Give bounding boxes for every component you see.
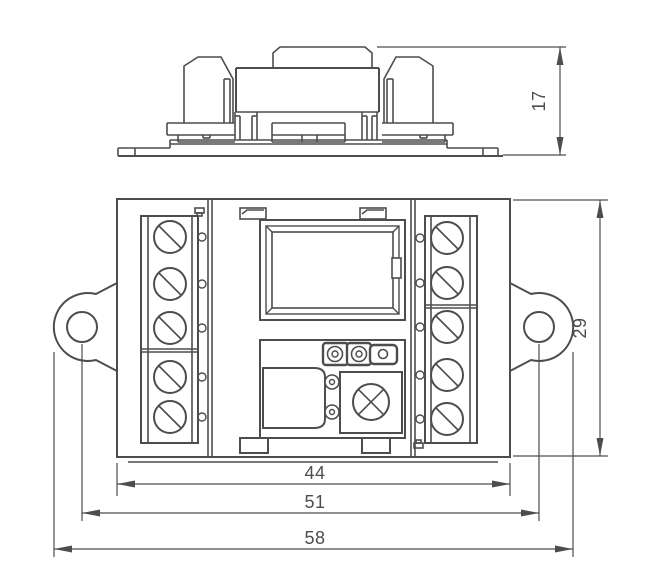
dimensions: 17 29 44 51: [53, 46, 608, 557]
side-center-box: [271, 122, 346, 143]
screw-terminal: [153, 400, 187, 434]
screw-terminal: [430, 266, 464, 300]
side-top-cap: [272, 46, 373, 68]
relay-contact-screws: [324, 374, 340, 420]
left-terminal-block: [140, 207, 207, 444]
foot-right: [361, 437, 391, 454]
side-right-flange: [447, 147, 499, 156]
left-block-latch: [194, 207, 205, 217]
dim-label-58: 58: [304, 528, 325, 548]
side-right-leg: [361, 112, 378, 140]
top-clip-left: [239, 207, 267, 220]
screw-terminal: [153, 267, 187, 301]
right-mounting-ear: [509, 282, 575, 372]
left-mounting-hole: [66, 311, 98, 343]
dim-label-29: 29: [570, 317, 590, 338]
side-left-terminal-profile: [166, 56, 235, 143]
right-block-latch: [413, 439, 424, 449]
dimension-51: 51: [81, 344, 540, 521]
side-right-terminal-profile: [382, 56, 454, 143]
screw-terminal: [430, 402, 464, 436]
screw-terminal: [153, 311, 187, 345]
right-terminal-block: [413, 215, 478, 449]
screw-terminal: [153, 220, 187, 254]
dimension-44: 44: [116, 463, 511, 496]
wire-entry-holes: [197, 232, 207, 422]
screw-terminal: [430, 358, 464, 392]
window-side-tab: [391, 257, 402, 279]
relay: [262, 367, 326, 429]
left-mounting-ear: [52, 282, 118, 372]
dim-label-17: 17: [529, 90, 549, 111]
side-left-leg: [234, 112, 258, 140]
wire-entry-holes: [415, 233, 425, 424]
potentiometer: [339, 371, 403, 434]
display-window: [259, 219, 406, 321]
jumper-connector: [321, 341, 399, 367]
dimension-29: 29: [513, 199, 608, 457]
dim-label-44: 44: [304, 463, 325, 483]
screw-terminal: [430, 310, 464, 344]
pcb-assembly: [239, 339, 406, 454]
screw-terminal: [153, 360, 187, 394]
dimension-58: 58: [53, 352, 574, 557]
base-plate: [117, 139, 503, 157]
top-clip-right: [359, 207, 387, 220]
screw-terminal: [430, 221, 464, 255]
side-body: [235, 67, 380, 113]
foot-left: [239, 437, 269, 454]
right-mounting-hole: [523, 311, 555, 343]
dimension-17: 17: [377, 46, 566, 156]
front-view: [52, 198, 575, 463]
enclosure-body: [116, 198, 511, 458]
dim-label-51: 51: [304, 492, 325, 512]
section-dividers: [207, 199, 416, 457]
side-view: [117, 46, 503, 157]
side-left-flange: [117, 147, 170, 156]
